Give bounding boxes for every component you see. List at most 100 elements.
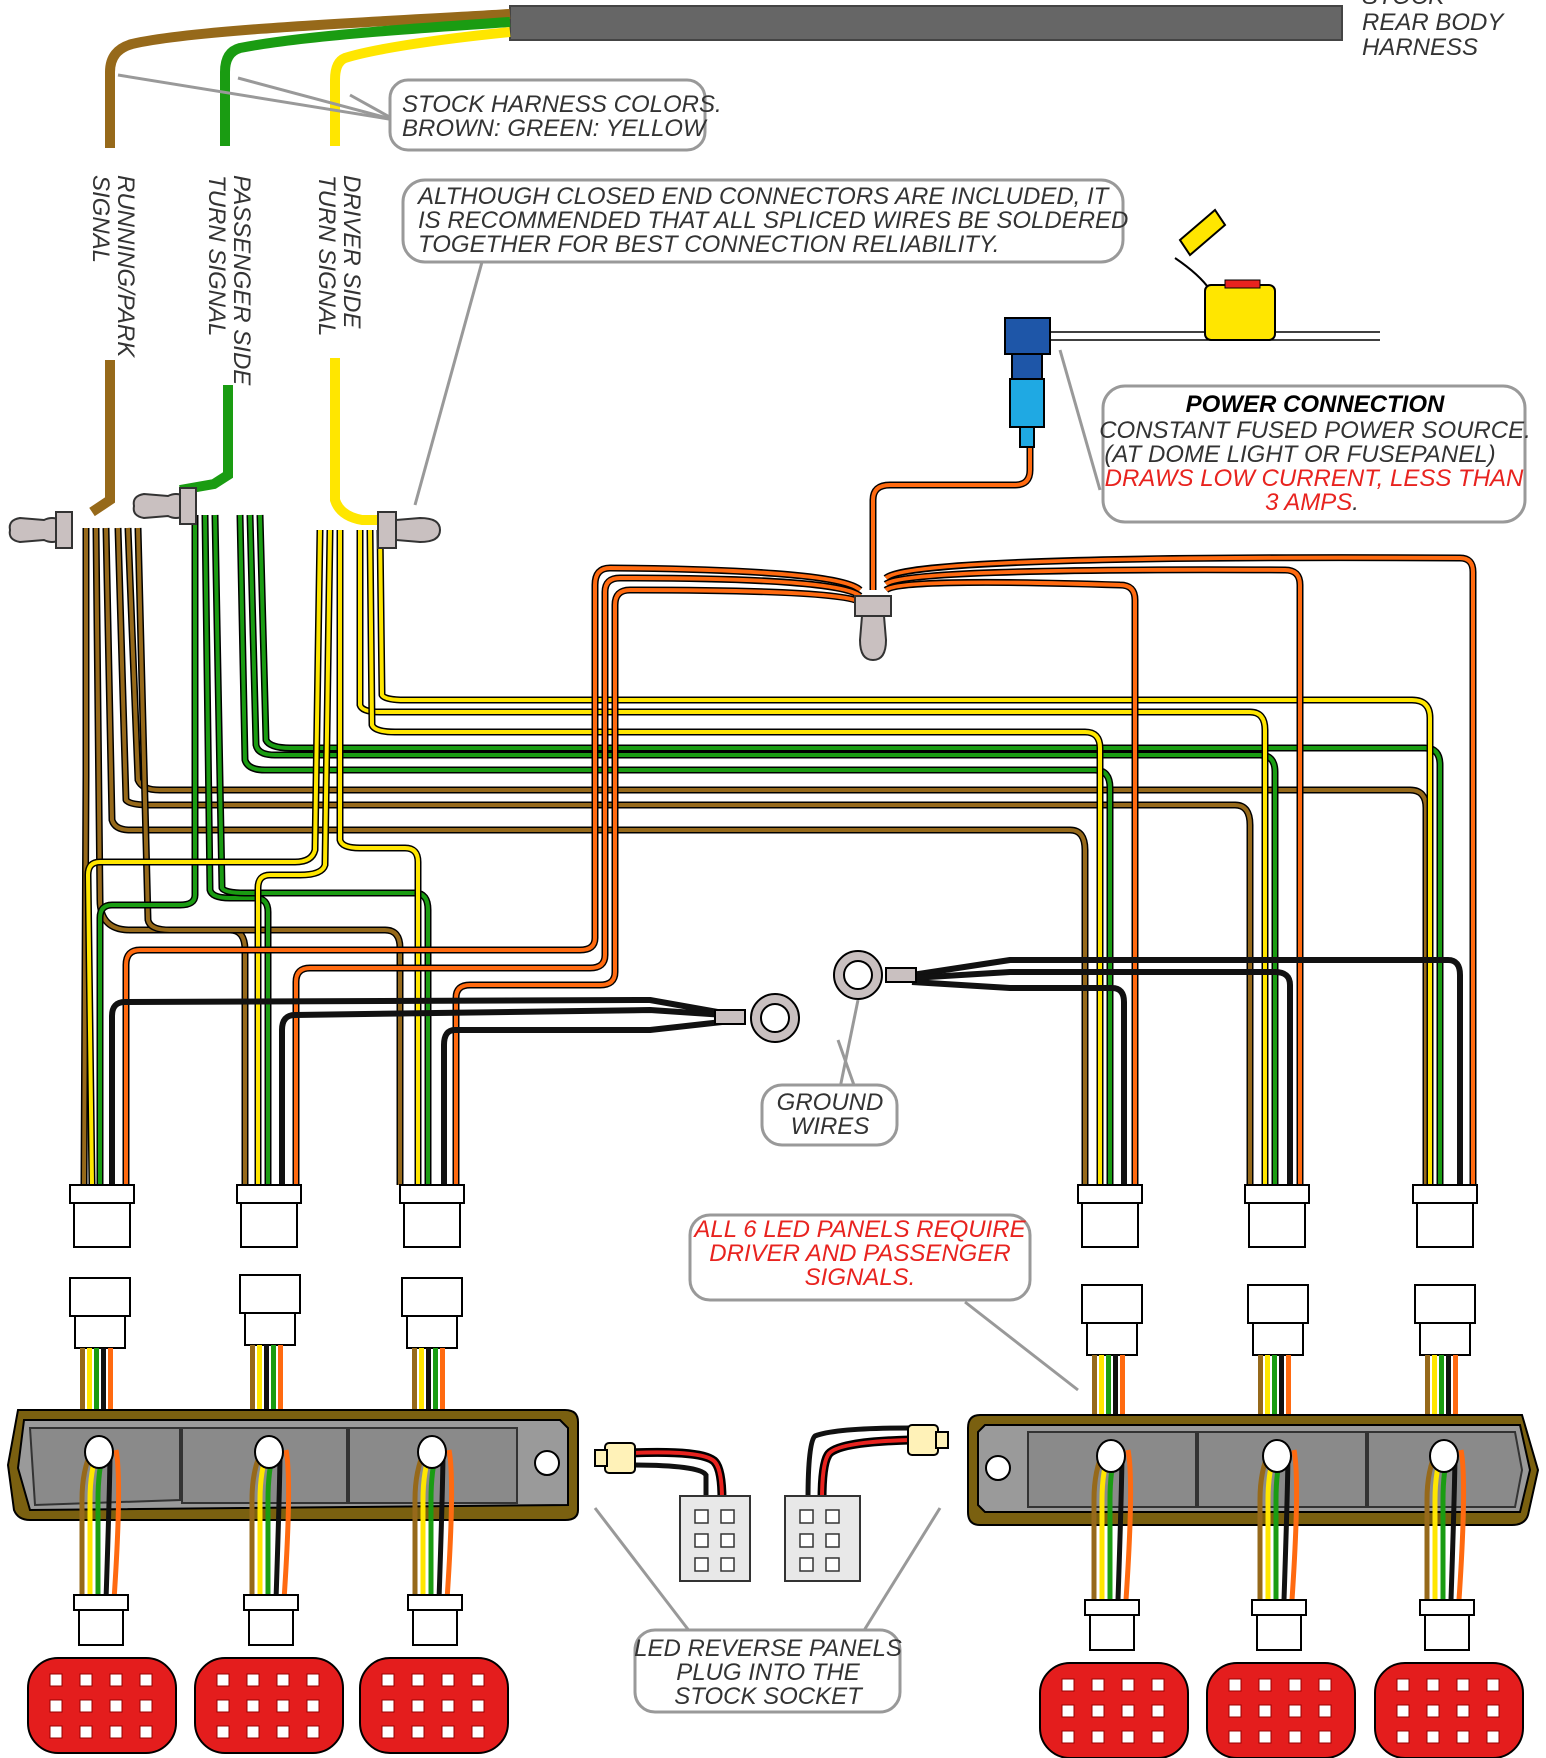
reverse-led-square [720, 1557, 735, 1572]
led-dot [49, 1725, 63, 1739]
stock-harness-line1: STOCK [1362, 0, 1445, 10]
led-dot [1228, 1730, 1242, 1744]
stock-colors-line2: BROWN: GREEN: YELLOW [402, 115, 708, 142]
led-dot [1396, 1678, 1410, 1692]
connector-top-6 [1412, 1184, 1478, 1248]
led-panels-line3: SIGNALS. [805, 1264, 916, 1291]
led-dot [1061, 1704, 1075, 1718]
mating-connectors [69, 1274, 1476, 1356]
led-panel-3 [359, 1657, 509, 1754]
driver-line2: TURN SIGNAL [313, 175, 340, 336]
led-dot [1318, 1730, 1332, 1744]
led-dot [246, 1699, 260, 1713]
led-dot [1061, 1730, 1075, 1744]
reverse-led-square [694, 1509, 709, 1524]
passenger-line2: TURN SIGNAL [203, 175, 230, 336]
reverse-led-square [720, 1509, 735, 1524]
led-dot [139, 1725, 153, 1739]
led-dot [1258, 1678, 1272, 1692]
solder-line2: IS RECOMMENDED THAT ALL SPLICED WIRES BE… [418, 207, 1128, 234]
led-dot [1091, 1730, 1105, 1744]
led-dot [381, 1725, 395, 1739]
led-dot [1228, 1704, 1242, 1718]
led-dot [1151, 1730, 1165, 1744]
led-dot [276, 1725, 290, 1739]
stock-harness [105, 5, 1343, 148]
led-dot [246, 1725, 260, 1739]
connector-top-4 [1077, 1184, 1143, 1248]
led-panels-line1: ALL 6 LED PANELS REQUIRE [692, 1216, 1026, 1243]
led-dot [1228, 1678, 1242, 1692]
led-dot [1426, 1704, 1440, 1718]
led-dot [1091, 1704, 1105, 1718]
driver-line1: DRIVER SIDE [338, 175, 365, 329]
power-warn1: DRAWS LOW CURRENT, LESS THAN [1105, 465, 1524, 492]
led-dot [246, 1673, 260, 1687]
led-dot [1258, 1730, 1272, 1744]
led-dot [109, 1673, 123, 1687]
led-panel-2 [194, 1657, 344, 1754]
reverse-led-square [825, 1509, 840, 1524]
callout-ground [760, 1083, 899, 1147]
reverse-led-square [694, 1557, 709, 1572]
led-dot [1456, 1678, 1470, 1692]
splice-brown [8, 511, 73, 549]
led-dot [1396, 1730, 1410, 1744]
reverse-line2: PLUG INTO THE [676, 1659, 861, 1686]
power-title: POWER CONNECTION [1186, 391, 1445, 418]
reverse-led-square [825, 1533, 840, 1548]
ground-line2: WIRES [791, 1113, 870, 1140]
ground-ring-right [833, 950, 917, 1000]
led-dot [1456, 1730, 1470, 1744]
solder-line3: TOGETHER FOR BEST CONNECTION RELIABILITY… [418, 231, 999, 258]
led-dot [1486, 1678, 1500, 1692]
led-dot [471, 1699, 485, 1713]
led-dot [1121, 1730, 1135, 1744]
led-panels-line2: DRIVER AND PASSENGER [709, 1240, 1010, 1267]
bottom-connectors [73, 1594, 1475, 1651]
led-dot [471, 1725, 485, 1739]
pigtails [80, 1345, 1458, 1415]
led-dot [471, 1673, 485, 1687]
led-dot [441, 1725, 455, 1739]
callout-led-panels [688, 1213, 1032, 1302]
callout-solder [401, 178, 1125, 264]
driver-label: DRIVER SIDE TURN SIGNAL [313, 175, 365, 336]
led-panel-4 [1039, 1662, 1189, 1758]
led-dot [1121, 1678, 1135, 1692]
led-dot [411, 1725, 425, 1739]
running-label: RUNNING/PARK SIGNAL [87, 175, 139, 358]
stock-harness-line3: HARNESS [1362, 34, 1478, 61]
led-dot [1426, 1678, 1440, 1692]
led-dot [109, 1725, 123, 1739]
led-dot [1121, 1704, 1135, 1718]
led-dot [1258, 1704, 1272, 1718]
reverse-panel-squares [694, 1509, 840, 1572]
power-line1: CONSTANT FUSED POWER SOURCE. [1099, 417, 1531, 444]
led-dot [139, 1673, 153, 1687]
led-dot [381, 1699, 395, 1713]
led-dot [276, 1699, 290, 1713]
power-tap [1004, 317, 1380, 448]
reverse-led-square [825, 1557, 840, 1572]
led-dot [1151, 1704, 1165, 1718]
led-panel-1 [27, 1657, 177, 1754]
reverse-led-square [799, 1557, 814, 1572]
led-dot [139, 1699, 153, 1713]
led-dot [1288, 1704, 1302, 1718]
power-warn2: 3 AMPS. [1265, 489, 1359, 516]
led-dot [411, 1699, 425, 1713]
led-dot [1396, 1704, 1410, 1718]
power-line2: (AT DOME LIGHT OR FUSEPANEL) [1104, 441, 1495, 468]
running-line1: RUNNING/PARK [112, 175, 139, 358]
connector-top-5 [1244, 1184, 1310, 1248]
led-dot [306, 1673, 320, 1687]
led-dot [109, 1699, 123, 1713]
led-dot [306, 1725, 320, 1739]
led-dot [441, 1699, 455, 1713]
stock-harness-label: STOCK REAR BODY HARNESS [1362, 0, 1505, 61]
led-dot [49, 1699, 63, 1713]
led-panel-5 [1206, 1662, 1356, 1758]
leaders [117, 73, 1102, 1646]
